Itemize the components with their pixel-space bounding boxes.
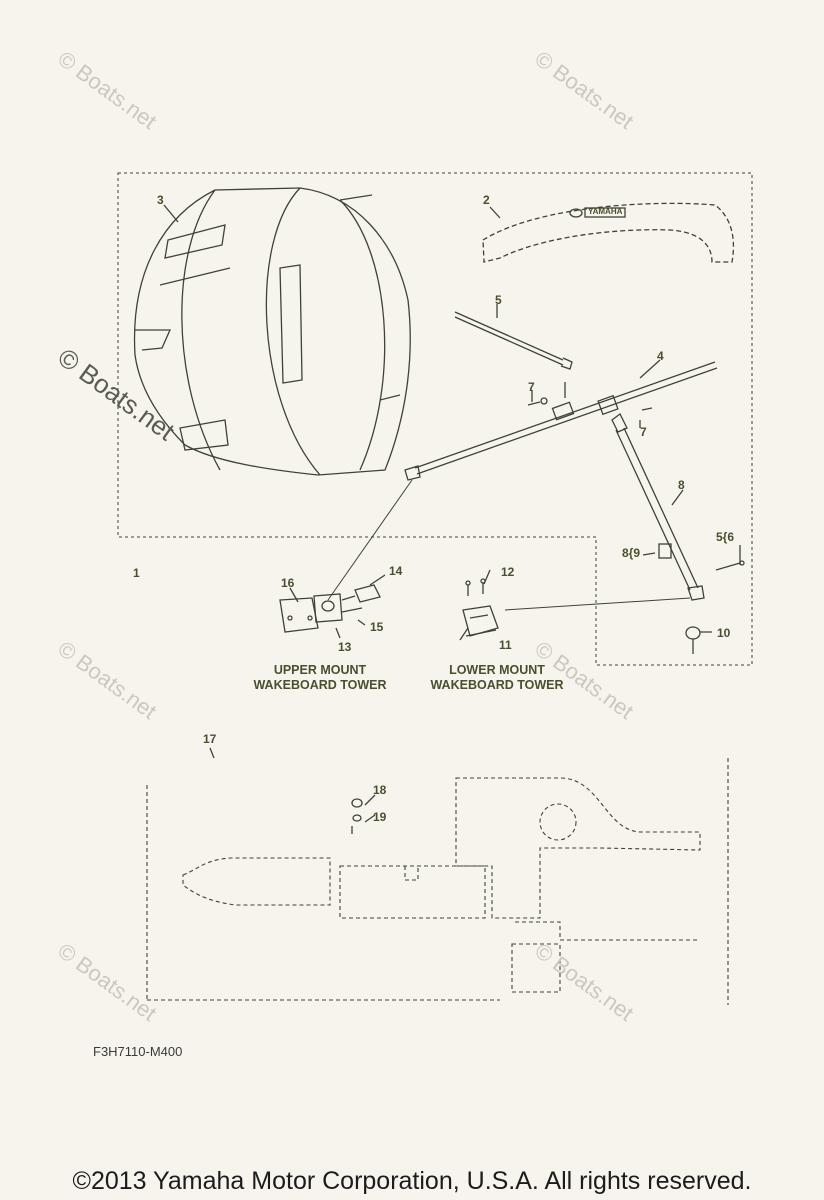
callout-8-9: 8{9 <box>622 546 641 560</box>
bolt-7-part <box>527 397 653 411</box>
callout-2: 2 <box>483 193 490 207</box>
callout-7b: 7 <box>640 425 647 439</box>
upper-mount-caption: UPPER MOUNT WAKEBOARD TOWER <box>230 663 410 693</box>
callout-4: 4 <box>657 349 664 363</box>
connector-line-lower <box>504 597 691 611</box>
upper-mount-caption-line1: UPPER MOUNT <box>273 663 367 677</box>
long-tube-part <box>404 361 718 481</box>
callout-15: 15 <box>370 620 384 634</box>
callout-1: 1 <box>133 566 140 580</box>
callout-5-6: 5{6 <box>716 530 735 544</box>
lower-mount-caption-line1: LOWER MOUNT <box>449 663 545 677</box>
callout-3: 3 <box>157 193 164 207</box>
pin-part <box>715 562 741 571</box>
yamaha-logo-text: YAMAHA <box>588 207 623 216</box>
leader-lines <box>163 204 741 823</box>
lower-mount-caption-line2: WAKEBOARD TOWER <box>430 678 564 692</box>
callout-19: 19 <box>373 810 387 824</box>
upper-mount-caption-line2: WAKEBOARD TOWER <box>253 678 387 692</box>
diagram-code: F3H7110-M400 <box>93 1044 183 1059</box>
support-pole-part <box>611 413 705 601</box>
callout-14: 14 <box>389 564 403 578</box>
callout-16: 16 <box>281 576 295 590</box>
lower-mount-part <box>462 578 499 637</box>
callout-7a: 7 <box>528 380 535 394</box>
lower-mount-caption: LOWER MOUNT WAKEBOARD TOWER <box>407 663 587 693</box>
callout-18: 18 <box>373 783 387 797</box>
copyright-notice: ©2013 Yamaha Motor Corporation, U.S.A. A… <box>72 1167 752 1195</box>
callout-8: 8 <box>678 478 685 492</box>
callout-10: 10 <box>717 626 731 640</box>
floor-mat-part <box>146 758 729 1005</box>
callout-11: 11 <box>499 638 512 652</box>
connector-line-upper <box>327 479 413 601</box>
short-tube-part <box>454 311 573 370</box>
callout-13: 13 <box>338 640 352 654</box>
top-cover-part <box>482 202 735 263</box>
knob-part <box>685 626 701 654</box>
callout-5: 5 <box>495 293 502 307</box>
bimini-cover-part <box>133 187 411 476</box>
callout-12: 12 <box>501 565 515 579</box>
snap-part <box>351 798 363 834</box>
callout-17: 17 <box>203 732 217 746</box>
upper-mount-part <box>279 584 381 633</box>
